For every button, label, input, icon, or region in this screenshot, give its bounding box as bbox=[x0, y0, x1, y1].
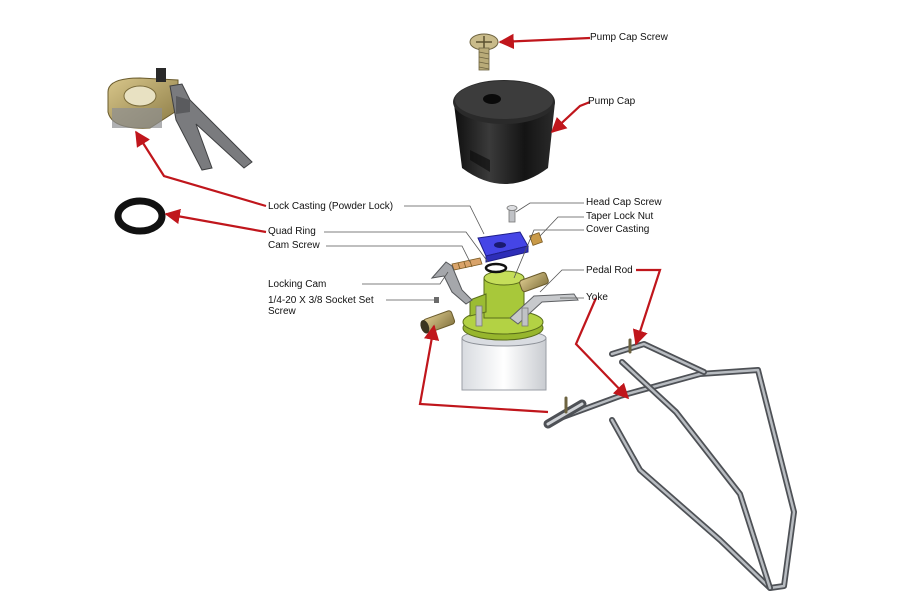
label-head-cap-screw: Head Cap Screw bbox=[586, 197, 662, 208]
central-assembly bbox=[420, 205, 579, 391]
label-yoke: Yoke bbox=[586, 292, 608, 303]
leader-locking-cam bbox=[362, 271, 449, 285]
label-locking-cam: Locking Cam bbox=[268, 279, 327, 290]
arrow-pedal-rod bbox=[632, 268, 662, 346]
label-pump-cap-screw: Pump Cap Screw bbox=[590, 32, 668, 43]
arrow-pump-cap bbox=[550, 100, 591, 134]
arrow-set-screw-sleeve bbox=[418, 324, 549, 414]
label-pedal-rod: Pedal Rod bbox=[586, 265, 633, 276]
label-cover-casting: Cover Casting bbox=[586, 224, 650, 235]
label-taper-lock-nut: Taper Lock Nut bbox=[586, 211, 654, 222]
leader-cover-casting bbox=[513, 229, 584, 279]
pump-cap-part bbox=[453, 80, 555, 184]
label-quad-ring: Quad Ring bbox=[268, 226, 316, 237]
arrow-yoke bbox=[574, 297, 630, 400]
label-cam-screw: Cam Screw bbox=[268, 240, 320, 251]
pedal-rod-yoke-part bbox=[543, 338, 797, 591]
leader-quad-ring bbox=[324, 231, 489, 263]
leader-lines bbox=[324, 202, 584, 301]
arrow-pump-cap-screw bbox=[498, 33, 591, 50]
leader-cam-screw bbox=[326, 245, 471, 263]
label-set-screw: 1/4-20 X 3/8 Socket Set Screw bbox=[268, 295, 374, 317]
leader-taper-lock-nut bbox=[539, 216, 584, 237]
arrow-lock-casting bbox=[135, 130, 267, 208]
quad-ring-photo bbox=[114, 197, 166, 235]
red-arrows bbox=[135, 33, 662, 414]
lock-casting-photo bbox=[107, 68, 253, 171]
leader-head-cap-screw bbox=[515, 202, 584, 213]
label-lock-casting: Lock Casting (Powder Lock) bbox=[268, 201, 394, 212]
leader-lock-casting bbox=[404, 205, 485, 235]
arrow-quad-ring bbox=[164, 208, 267, 234]
label-pump-cap: Pump Cap bbox=[588, 96, 636, 107]
pump-cap-screw-part bbox=[469, 33, 499, 71]
leader-pedal-rod bbox=[539, 269, 584, 293]
